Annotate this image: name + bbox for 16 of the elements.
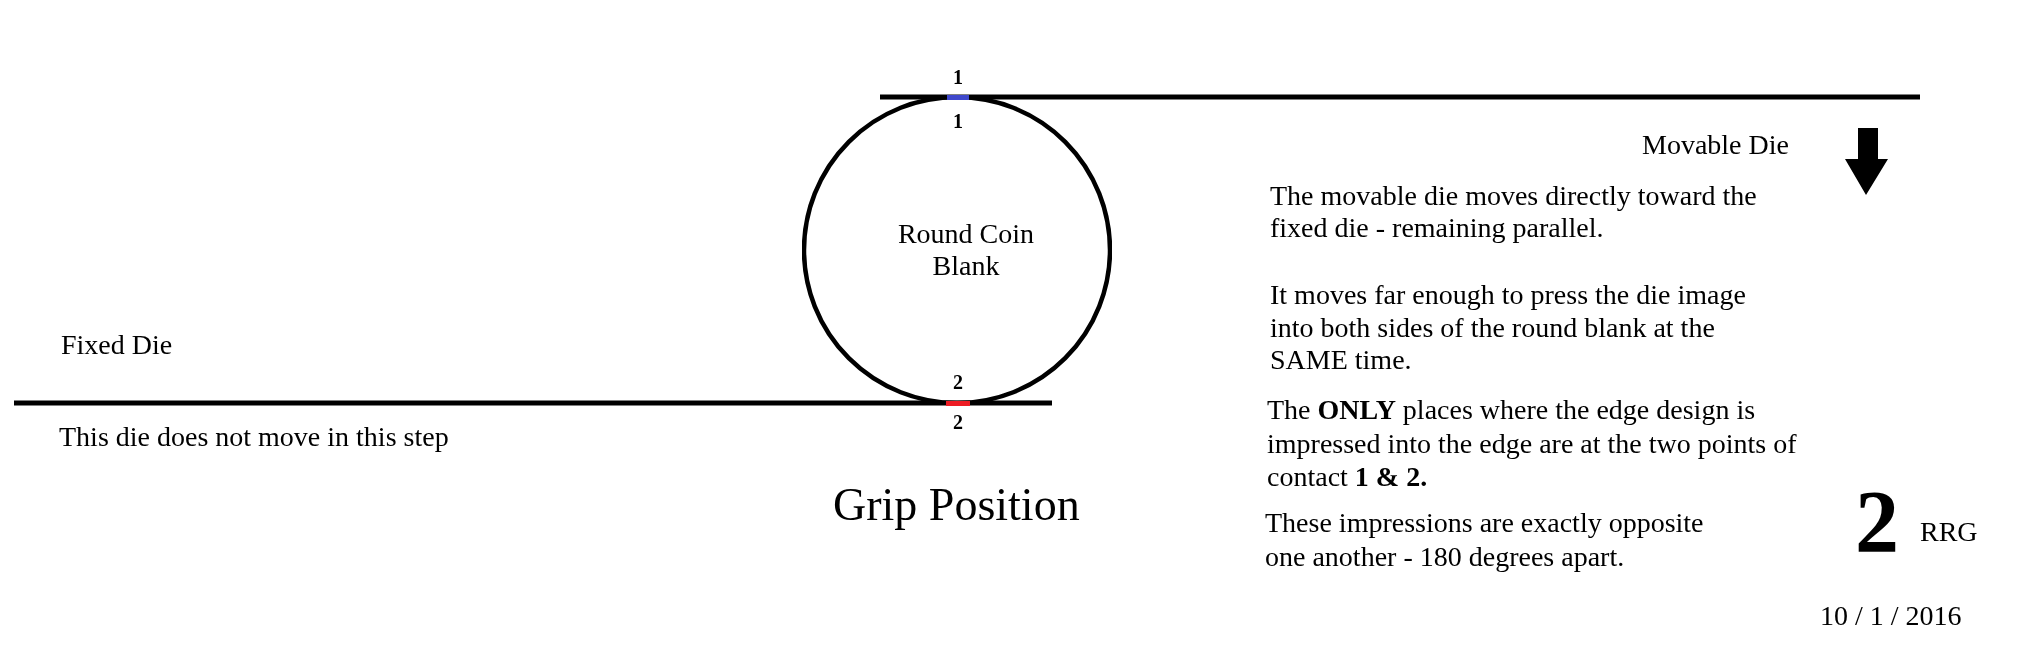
note-text: This die does not move in this step: [59, 421, 449, 453]
note-text: These impressions are exactly opposite one another - 180 degrees apart.: [1265, 506, 1705, 574]
callout-number: 1: [953, 66, 963, 88]
diagram-title: Grip Position: [833, 479, 1080, 531]
coin-label: Round Coin Blank: [896, 218, 1036, 282]
callout-number: 2: [953, 371, 963, 393]
note-text: The ONLY places where the edge design is impressed into the edge are at the two points of contact 1 & 2.: [1267, 393, 1798, 494]
callout-number: 1: [953, 110, 963, 132]
callout-number: 2: [953, 411, 963, 433]
note-text: The movable die moves directly toward the fixed die - remaining parallel.: [1270, 180, 1758, 244]
step-number: 2: [1855, 478, 1899, 566]
die-label: Movable Die: [1642, 129, 1789, 161]
author-initials: RRG: [1920, 516, 1978, 548]
date-text: 10 / 1 / 2016: [1820, 600, 1962, 632]
note-text: It moves far enough to press the die image into both sides of the round blank at the SAME time.: [1270, 279, 1747, 377]
die-label: Fixed Die: [61, 329, 173, 361]
